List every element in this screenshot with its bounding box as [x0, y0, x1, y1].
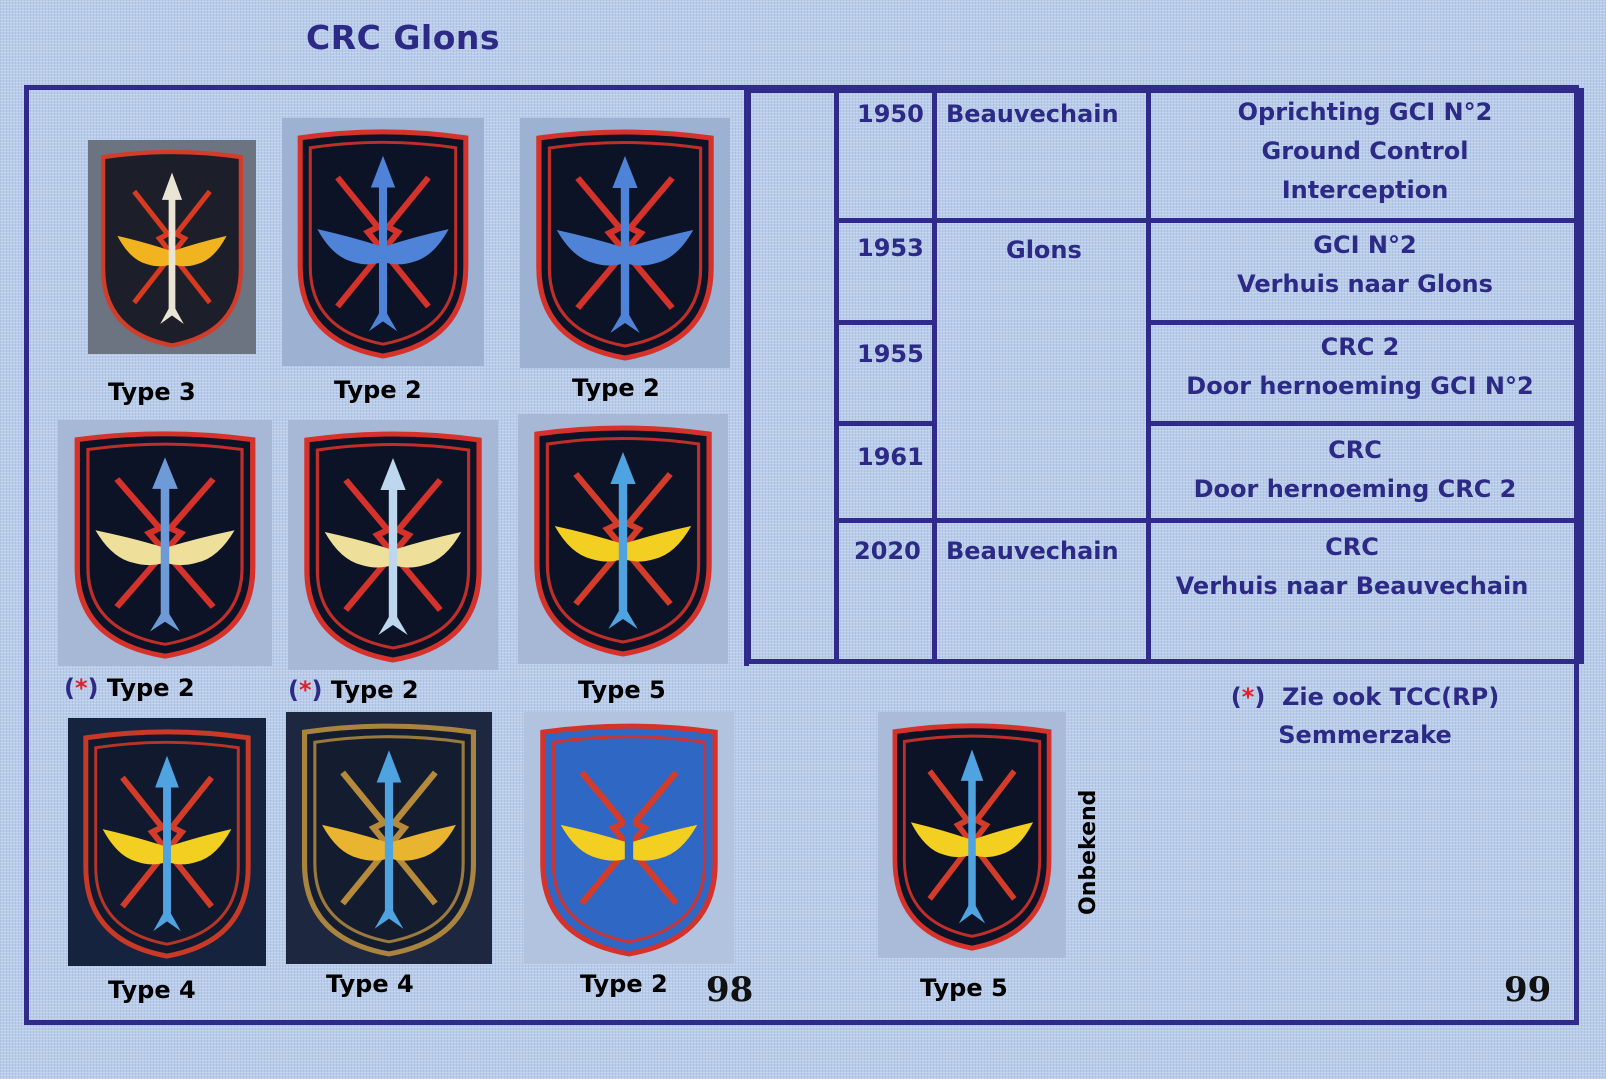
patch-2: [282, 118, 484, 366]
place-1953: Glons: [1006, 236, 1082, 264]
unknown-label: Onbekend: [1076, 789, 1101, 915]
caption-2: Type 2: [334, 376, 422, 404]
event-1955: CRC 2 Door hernoeming GCI N°2: [1186, 333, 1534, 400]
caption-3: Type 2: [572, 374, 660, 402]
footnote: (*) Zie ook TCC(RP) Semmerzake: [1230, 683, 1500, 749]
place-2020: Beauvechain: [946, 537, 1119, 565]
page-number-left: 98: [706, 970, 754, 1010]
patch-9: [524, 712, 734, 964]
caption-7: Type 4: [108, 976, 196, 1004]
caption-1: Type 3: [108, 378, 196, 406]
history-table: 1950 1953 1955 1961 2020 Beauvechain Glo…: [746, 88, 1584, 664]
caption-9: Type 2: [580, 970, 668, 998]
page-frame: [24, 85, 1579, 1025]
caption-6: Type 5: [578, 676, 666, 704]
page-number-right: 99: [1504, 970, 1552, 1010]
caption-10: Type 5: [920, 974, 1008, 1002]
patch-3: [520, 118, 730, 368]
year-1953: 1953: [857, 234, 924, 262]
place-1950: Beauvechain: [946, 100, 1119, 128]
star-mark: *: [298, 676, 312, 704]
event-1950: Oprichting GCI N°2 Ground Control Interc…: [1237, 98, 1493, 204]
patch-1: [88, 140, 256, 354]
page-title: CRC Glons: [306, 18, 501, 57]
caption-4: (*) Type 2: [64, 674, 195, 702]
star-mark: *: [74, 674, 88, 702]
patch-8: [286, 712, 492, 964]
year-1950: 1950: [857, 100, 924, 128]
patch-10: [878, 712, 1066, 958]
year-2020: 2020: [854, 537, 921, 565]
year-1961: 1961: [857, 443, 924, 471]
year-1955: 1955: [857, 340, 924, 368]
patch-6: [518, 414, 728, 664]
event-2020: CRC Verhuis naar Beauvechain: [1175, 533, 1529, 600]
patch-4: [58, 420, 272, 666]
caption-8: Type 4: [326, 970, 414, 998]
event-1961: CRC Door hernoeming CRC 2: [1193, 436, 1517, 503]
event-1953: GCI N°2 Verhuis naar Glons: [1237, 231, 1493, 298]
center-divider: [744, 88, 749, 666]
patch-5: [288, 420, 498, 670]
patch-7: [68, 718, 266, 966]
caption-5: (*) Type 2: [288, 676, 419, 704]
